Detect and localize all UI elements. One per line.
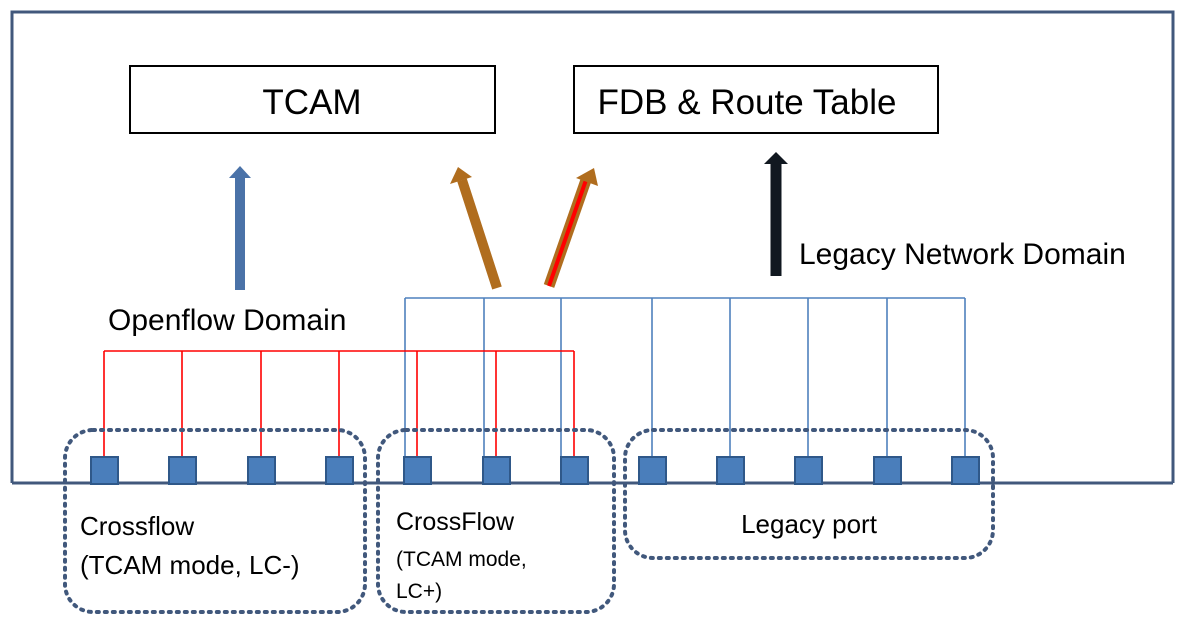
port (873, 456, 902, 485)
port (638, 456, 667, 485)
crossflow-lc-plus-label-line2: (TCAM mode, (396, 548, 527, 571)
port-row (90, 456, 980, 485)
port (716, 456, 745, 485)
crossflow-lc-plus-label-line1: CrossFlow (396, 508, 515, 536)
crossflow-lc-plus-group (376, 428, 616, 614)
port (168, 456, 197, 485)
port (794, 456, 823, 485)
crossflow-lc-minus-label-line2: (TCAM mode, LC-) (80, 550, 300, 580)
hybrid-to-tcam-arrow (450, 167, 502, 290)
hybrid-to-fdb-arrow (543, 168, 598, 288)
tcam-label: TCAM (262, 83, 361, 122)
legacy-to-fdb-arrow (764, 152, 788, 276)
port (951, 456, 980, 485)
openflow-domain-label: Openflow Domain (108, 304, 346, 337)
port (403, 456, 432, 485)
crossflow-lc-minus-label-line1: Crossflow (80, 511, 194, 541)
port (325, 456, 354, 485)
fdb-route-table-box: FDB & Route Table (573, 65, 939, 134)
crossflow-lc-minus-group (63, 428, 367, 614)
legacy-bus (404, 297, 966, 457)
legacy-network-domain-label: Legacy Network Domain (799, 238, 1126, 271)
tcam-box: TCAM (129, 65, 496, 134)
port (560, 456, 589, 485)
openflow-to-tcam-arrow (229, 166, 251, 290)
crossflow-lc-plus-label-line3: LC+) (396, 580, 442, 603)
port (247, 456, 276, 485)
switch-frame (10, 10, 1175, 483)
legacy-port-group (623, 428, 995, 560)
fdb-route-table-label: FDB & Route Table (598, 83, 897, 122)
legacy-port-label: Legacy port (741, 509, 878, 539)
openflow-bus (103, 350, 575, 457)
port (90, 456, 119, 485)
port (482, 456, 511, 485)
